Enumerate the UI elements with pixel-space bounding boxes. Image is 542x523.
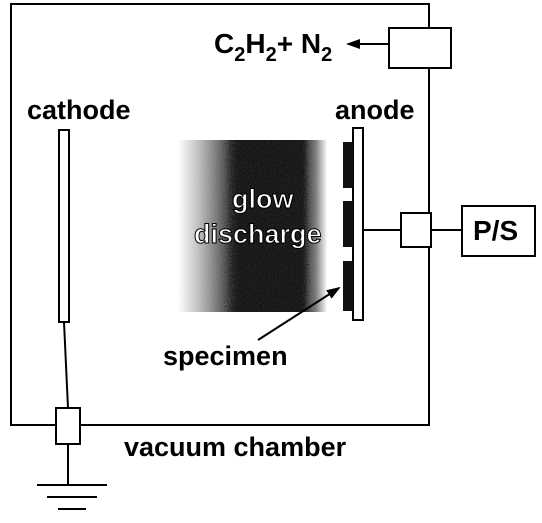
specimen-pointer-arrow — [257, 286, 341, 341]
specimen-label: specimen — [163, 341, 288, 371]
power-supply-label: P/S — [473, 215, 519, 246]
ground-symbol-icon — [37, 484, 107, 510]
glow-discharge-region — [176, 140, 328, 312]
power-supply-box — [461, 205, 536, 257]
anode-label: anode — [335, 95, 415, 125]
vacuum-chamber-label: vacuum chamber — [124, 432, 347, 462]
gas-mixture-label: C2H2+ N2 — [214, 28, 333, 66]
gas-inlet-box — [388, 27, 452, 69]
cathode-plate — [58, 129, 70, 323]
specimen-top — [343, 142, 353, 188]
cathode-label: cathode — [27, 95, 131, 125]
glow-label: glow — [232, 184, 294, 214]
discharge-label: discharge — [194, 219, 323, 249]
cathode-feedthrough — [55, 407, 81, 445]
anode-plate — [352, 127, 364, 321]
specimen-middle — [343, 201, 353, 247]
specimen-bottom — [343, 261, 353, 311]
cathode-lead — [63, 321, 69, 409]
anode-feedthrough — [400, 212, 432, 248]
